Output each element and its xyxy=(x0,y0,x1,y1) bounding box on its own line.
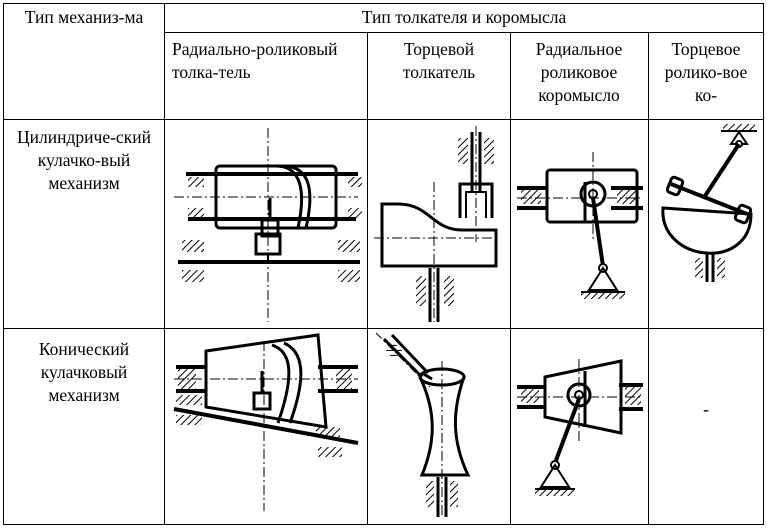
column-header-label: Радиальное роликовое коромысло xyxy=(535,39,623,105)
table-border-left xyxy=(3,3,4,524)
conical-radial-roller-rocker-drawing xyxy=(517,359,643,496)
conical-radial-roller-pusher-drawing xyxy=(173,333,359,511)
col-divider-4 xyxy=(648,32,649,524)
cylindrical-radial-roller-pusher-drawing xyxy=(174,128,362,322)
column-header-label: Радиально-роликовый толка-тель xyxy=(172,39,338,82)
conical-flat-pusher-drawing xyxy=(375,332,471,517)
row-divider-line xyxy=(3,328,764,329)
table-border-bottom xyxy=(3,524,764,525)
column-header-radial-roller-pusher: Радиально-роликовый толка-тель xyxy=(172,38,360,84)
header-mechanism-type: Тип механиз-ма xyxy=(10,6,158,29)
row-label-text: Цилиндриче-ский кулачко-вый механизм xyxy=(17,127,151,193)
column-header-flat-roller-rocker: Торцевое ролико-вое ко- xyxy=(652,38,760,107)
column-header-label: Торцевое ролико-вое ко- xyxy=(664,39,748,105)
header-bottom-line xyxy=(3,119,764,120)
row-label-cylindrical-cam: Цилиндриче-ский кулачко-вый механизм xyxy=(8,126,160,195)
header-split-line xyxy=(164,32,764,33)
row-label-conical-cam: Конический кулачковый механизм xyxy=(8,338,160,407)
cylindrical-flat-roller-rocker-drawing xyxy=(661,124,757,282)
column-header-flat-pusher: Торцевой толкатель xyxy=(372,38,506,84)
table-border-top xyxy=(3,3,764,4)
empty-cell-dash-text: - xyxy=(703,399,709,419)
cylindrical-flat-pusher-drawing xyxy=(374,126,500,322)
column-header-radial-roller-rocker: Радиальное роликовое коромысло xyxy=(514,38,644,107)
cylindrical-radial-roller-rocker-drawing xyxy=(517,152,643,299)
table-border-right xyxy=(763,3,764,524)
col-divider-3 xyxy=(510,32,511,524)
header-pusher-rocker-type-label: Тип толкателя и коромысла xyxy=(361,7,567,27)
col-divider-2 xyxy=(367,32,368,524)
empty-cell-dash: - xyxy=(652,398,760,421)
header-pusher-rocker-type: Тип толкателя и коромысла xyxy=(166,6,762,29)
header-mechanism-type-label: Тип механиз-ма xyxy=(24,7,144,27)
column-header-label: Торцевой толкатель xyxy=(402,39,476,82)
col-divider-1 xyxy=(164,3,165,524)
row-label-text: Конический кулачковый механизм xyxy=(38,339,130,405)
